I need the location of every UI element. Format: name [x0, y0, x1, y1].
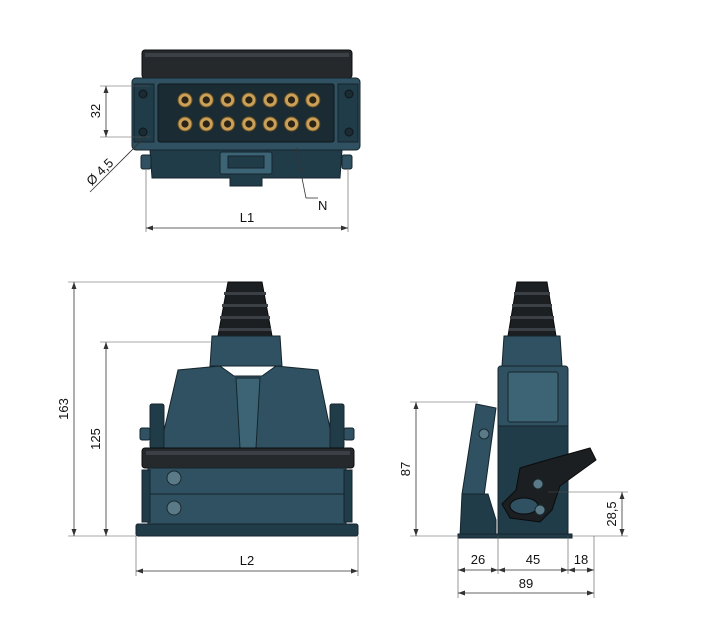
- contact-pin-hole: [202, 120, 210, 128]
- dim-18-label: 18: [574, 552, 588, 567]
- contact-pin-hole: [224, 96, 232, 104]
- screw-icon: [166, 470, 182, 486]
- contact-pin-hole: [287, 120, 296, 128]
- side-view: 87 28,5 26 45 18 89: [398, 281, 628, 598]
- top-view: 32 Ø 4,5 N L1: [83, 49, 361, 232]
- contact-pin-hole: [309, 96, 317, 104]
- contact-pin-hole: [266, 96, 274, 104]
- contact-pin-hole: [309, 120, 317, 128]
- contact-pin-hole: [181, 96, 189, 104]
- side-locking-lever: [461, 403, 497, 497]
- contact-pin-hole: [224, 120, 232, 128]
- contact-pin-hole: [245, 96, 253, 104]
- front-view: 163 125 L2: [56, 281, 359, 576]
- dim-32-label: 32: [88, 104, 103, 118]
- dim-l1-label: L1: [240, 210, 254, 225]
- dim-87-label: 87: [398, 462, 413, 476]
- dim-163-label: 163: [56, 398, 71, 420]
- dim-hole-label: Ø 4,5: [83, 155, 116, 188]
- front-cable: [217, 281, 273, 337]
- contact-pin-hole: [266, 120, 274, 128]
- contact-pin-hole: [287, 96, 296, 104]
- contact-pin-hole: [202, 96, 210, 104]
- dim-26-label: 26: [471, 552, 485, 567]
- contact-pins: [177, 92, 321, 132]
- dim-28-5-label: 28,5: [604, 501, 619, 526]
- mounting-hole-icon: [138, 89, 148, 99]
- dim-45-label: 45: [526, 552, 540, 567]
- contact-pin-hole: [245, 120, 253, 128]
- side-cable: [507, 281, 557, 337]
- contact-pin-hole: [181, 120, 189, 128]
- dim-125-label: 125: [88, 428, 103, 450]
- dim-l2-label: L2: [240, 553, 254, 568]
- dim-89-label: 89: [519, 576, 533, 591]
- label-n: N: [318, 198, 327, 213]
